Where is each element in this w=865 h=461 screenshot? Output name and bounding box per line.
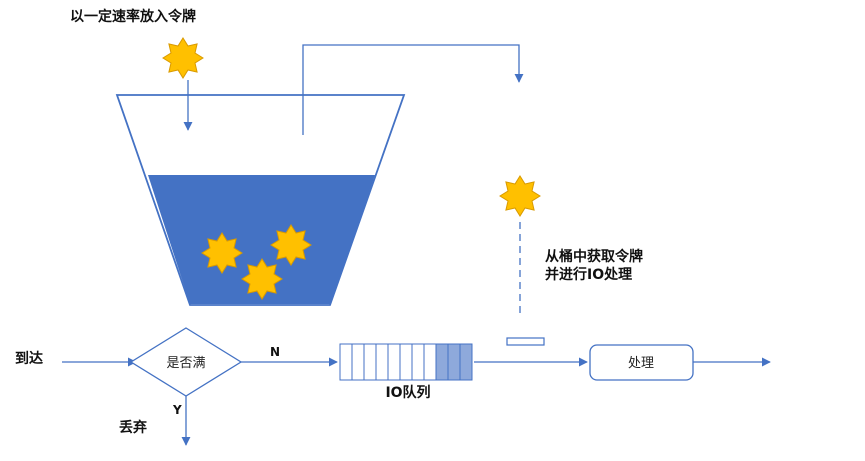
- fetch-label-line1: 从桶中获取令牌: [545, 248, 643, 265]
- bucket-fill: [148, 175, 375, 304]
- bucket-token-icon: [270, 224, 312, 266]
- io-queue-label: IO队列: [385, 384, 430, 401]
- bucket-outline: [115, 94, 406, 306]
- io-queue: [339, 343, 473, 381]
- queue-slot-empty: [339, 343, 353, 381]
- incoming-token-icon: [162, 37, 204, 79]
- arrive-label: 到达: [15, 350, 43, 367]
- process-label: 处理: [628, 356, 654, 371]
- fetch-label-line2: 并进行IO处理: [545, 266, 632, 283]
- queue-slot-empty: [411, 343, 425, 381]
- queue-slot-empty: [423, 343, 437, 381]
- token-gate: [506, 337, 545, 346]
- bucket-token-icon: [241, 258, 283, 300]
- bucket-token-icon: [201, 232, 243, 274]
- token-rate-label: 以一定速率放入令牌: [70, 8, 196, 25]
- queue-slot-empty: [363, 343, 377, 381]
- queue-slot-empty: [399, 343, 413, 381]
- fetch-path-line: [302, 44, 524, 135]
- fetched-token-icon: [499, 175, 541, 217]
- queue-slot-filled: [435, 343, 449, 381]
- queue-slot-filled: [459, 343, 473, 381]
- queue-slot-empty: [351, 343, 365, 381]
- discard-label: 丢弃: [119, 419, 147, 436]
- queue-slot-filled: [447, 343, 461, 381]
- yes-label: Y: [172, 403, 182, 417]
- no-label: N: [270, 345, 280, 359]
- queue-slot-empty: [387, 343, 401, 381]
- queue-slot-empty: [375, 343, 389, 381]
- decision-label: 是否满: [166, 356, 205, 371]
